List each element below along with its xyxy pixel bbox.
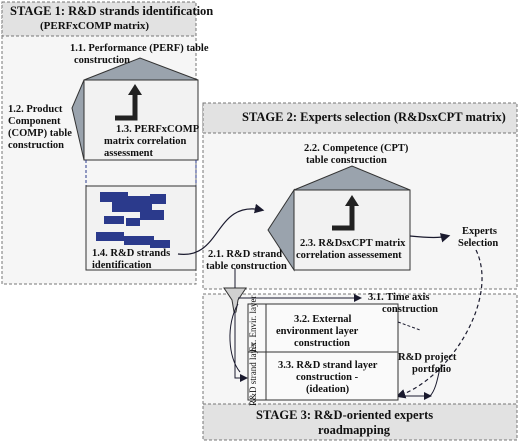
- strand-layer-label-line2: construction -: [296, 372, 359, 383]
- strand-layer-label-line1: 3.3. R&D strand layer: [278, 360, 378, 371]
- ext-env-label-line3: construction: [294, 338, 350, 349]
- experts-label-line2: Selection: [458, 238, 499, 249]
- strand-table-label-line2: table construction: [206, 261, 287, 272]
- perfxcomp-label-line2: matrix correlation: [104, 136, 187, 147]
- corner-arrow-icon: [115, 92, 138, 121]
- comp-label-line4: construction: [8, 140, 64, 151]
- rdsxcpt-label-line2: correlation assessement: [296, 250, 402, 261]
- stage3-footer-bg: [202, 403, 518, 441]
- perfxcomp-label-line1: 1.3. PERFxCOMP: [116, 124, 200, 135]
- cpt-label-line1: 2.2. Competence (CPT): [304, 143, 409, 154]
- experts-to-strand-layer-arrow: [395, 249, 483, 399]
- strands-label-line2: identification: [92, 260, 152, 271]
- time-axis-label-line1: 3.1. Time axis: [368, 292, 430, 303]
- stage2-header-bg: [202, 102, 518, 134]
- strand-blocks: [96, 192, 170, 248]
- ext-env-label-line1: 3.2. External: [294, 314, 352, 325]
- comp-label-line3: (COMP) table: [8, 128, 72, 139]
- rd-strand-cell-label: R&D strand layer: [248, 342, 258, 406]
- stage3-title-line2: roadmapping: [318, 423, 391, 437]
- matrix-to-experts-arrow: [409, 233, 451, 243]
- corner-arrow-icon-2: [332, 203, 355, 231]
- experts-label-line1: Experts: [462, 226, 497, 237]
- rdsxcpt-label-line1: 2.3. R&DsxCPT matrix: [300, 238, 406, 249]
- perfxcomp-label-line3: assessment: [104, 148, 153, 159]
- perf-label-line2: construction: [74, 55, 130, 66]
- stage1-title: STAGE 1: R&D strands identification: [10, 4, 214, 18]
- stage1-subtitle: (PERFxCOMP matrix): [40, 20, 150, 32]
- time-axis-label-line2: construction: [382, 304, 438, 315]
- portfolio-label-line1: R&D project: [398, 352, 457, 363]
- stage1-header-bg: [1, 1, 197, 37]
- cpt-label-line2: table construction: [306, 155, 387, 166]
- funnel-icon: [223, 287, 247, 313]
- stage2-title: STAGE 2: Experts selection (R&DsxCPT mat…: [242, 110, 506, 124]
- stage3-title-line1: STAGE 3: R&D-oriented experts: [256, 408, 434, 422]
- comp-label-line1: 1.2. Product: [8, 104, 63, 115]
- comp-label-line2: Component: [8, 116, 61, 127]
- strands-label-line1: 1.4. R&D strands: [92, 248, 171, 259]
- portfolio-label-line2: portfolio: [412, 364, 452, 375]
- strands-to-strand-table-arrow: [177, 203, 265, 255]
- perf-label-line1: 1.1. Performance (PERF) table: [70, 43, 209, 54]
- ext-env-label-line2: environment layer: [276, 326, 359, 337]
- strand-layer-label-line3: (ideation): [306, 384, 350, 395]
- perfxcomp-matrix: [83, 79, 199, 161]
- strand-table-label-line1: 2.1. R&D strand: [208, 249, 283, 260]
